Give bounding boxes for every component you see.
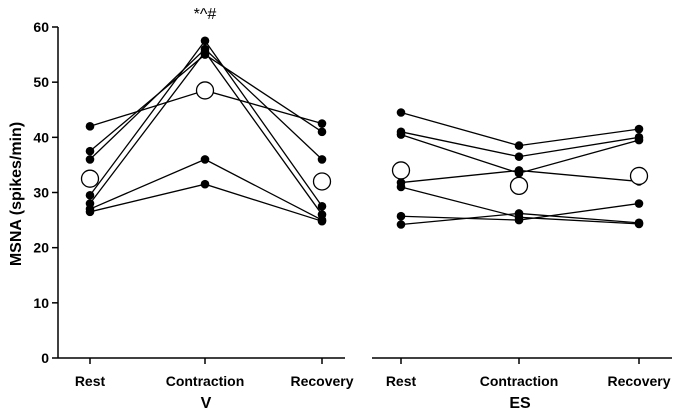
data-marks: *^# [80, 6, 649, 229]
data-point [200, 155, 210, 164]
data-point [396, 182, 406, 192]
mean-point [391, 161, 411, 180]
data-point [85, 155, 95, 164]
data-point [634, 124, 644, 134]
data-point [514, 209, 524, 218]
y-axis-title: MSNA (spikes/min) [8, 122, 25, 266]
data-point [317, 119, 327, 128]
y-tick-label: 30 [33, 185, 49, 201]
x-tick-label: Contraction [166, 373, 245, 389]
data-point [634, 135, 644, 145]
data-point [200, 47, 210, 57]
y-axis-label: MSNA (spikes/min) [8, 122, 25, 266]
mean-point [312, 172, 332, 191]
x-tick-label: Rest [75, 373, 106, 389]
data-point [514, 152, 524, 161]
x-tick-label: Recovery [607, 373, 670, 389]
data-point [200, 179, 210, 189]
data-point [514, 166, 524, 175]
data-point [396, 220, 406, 229]
data-point [200, 36, 210, 46]
group-label: V [201, 395, 212, 412]
y-tick-label: 40 [33, 129, 49, 145]
x-tick-label: Contraction [480, 373, 559, 389]
data-point [396, 108, 406, 117]
y-tick-label: 50 [33, 74, 49, 90]
data-point [634, 199, 644, 208]
series-line [89, 48, 323, 160]
data-point [317, 216, 327, 226]
mean-point [80, 169, 100, 188]
data-point [317, 201, 327, 211]
mean-point [195, 81, 215, 100]
data-point [317, 155, 327, 164]
y-tick-label: 20 [33, 240, 49, 256]
data-point [514, 141, 524, 150]
mean-point [629, 166, 649, 186]
data-point [317, 127, 327, 137]
significance-annotation: *^# [194, 6, 217, 23]
data-point [85, 146, 95, 156]
mean-point [509, 176, 529, 196]
data-point [85, 207, 95, 217]
series-line [89, 50, 323, 215]
data-point [514, 215, 524, 225]
data-point [85, 190, 95, 200]
x-tick-label: Recovery [290, 373, 353, 389]
data-point [396, 130, 406, 139]
data-point [634, 218, 644, 228]
series-line [89, 53, 323, 152]
y-tick-label: 60 [33, 19, 49, 35]
group-label: ES [509, 395, 531, 412]
x-tick-label: Rest [386, 373, 417, 389]
y-tick-label: 10 [33, 295, 49, 311]
series-line [400, 111, 640, 147]
y-tick-label: 0 [41, 350, 49, 366]
data-point [85, 122, 95, 131]
series-line [89, 158, 323, 221]
data-point [396, 211, 406, 221]
